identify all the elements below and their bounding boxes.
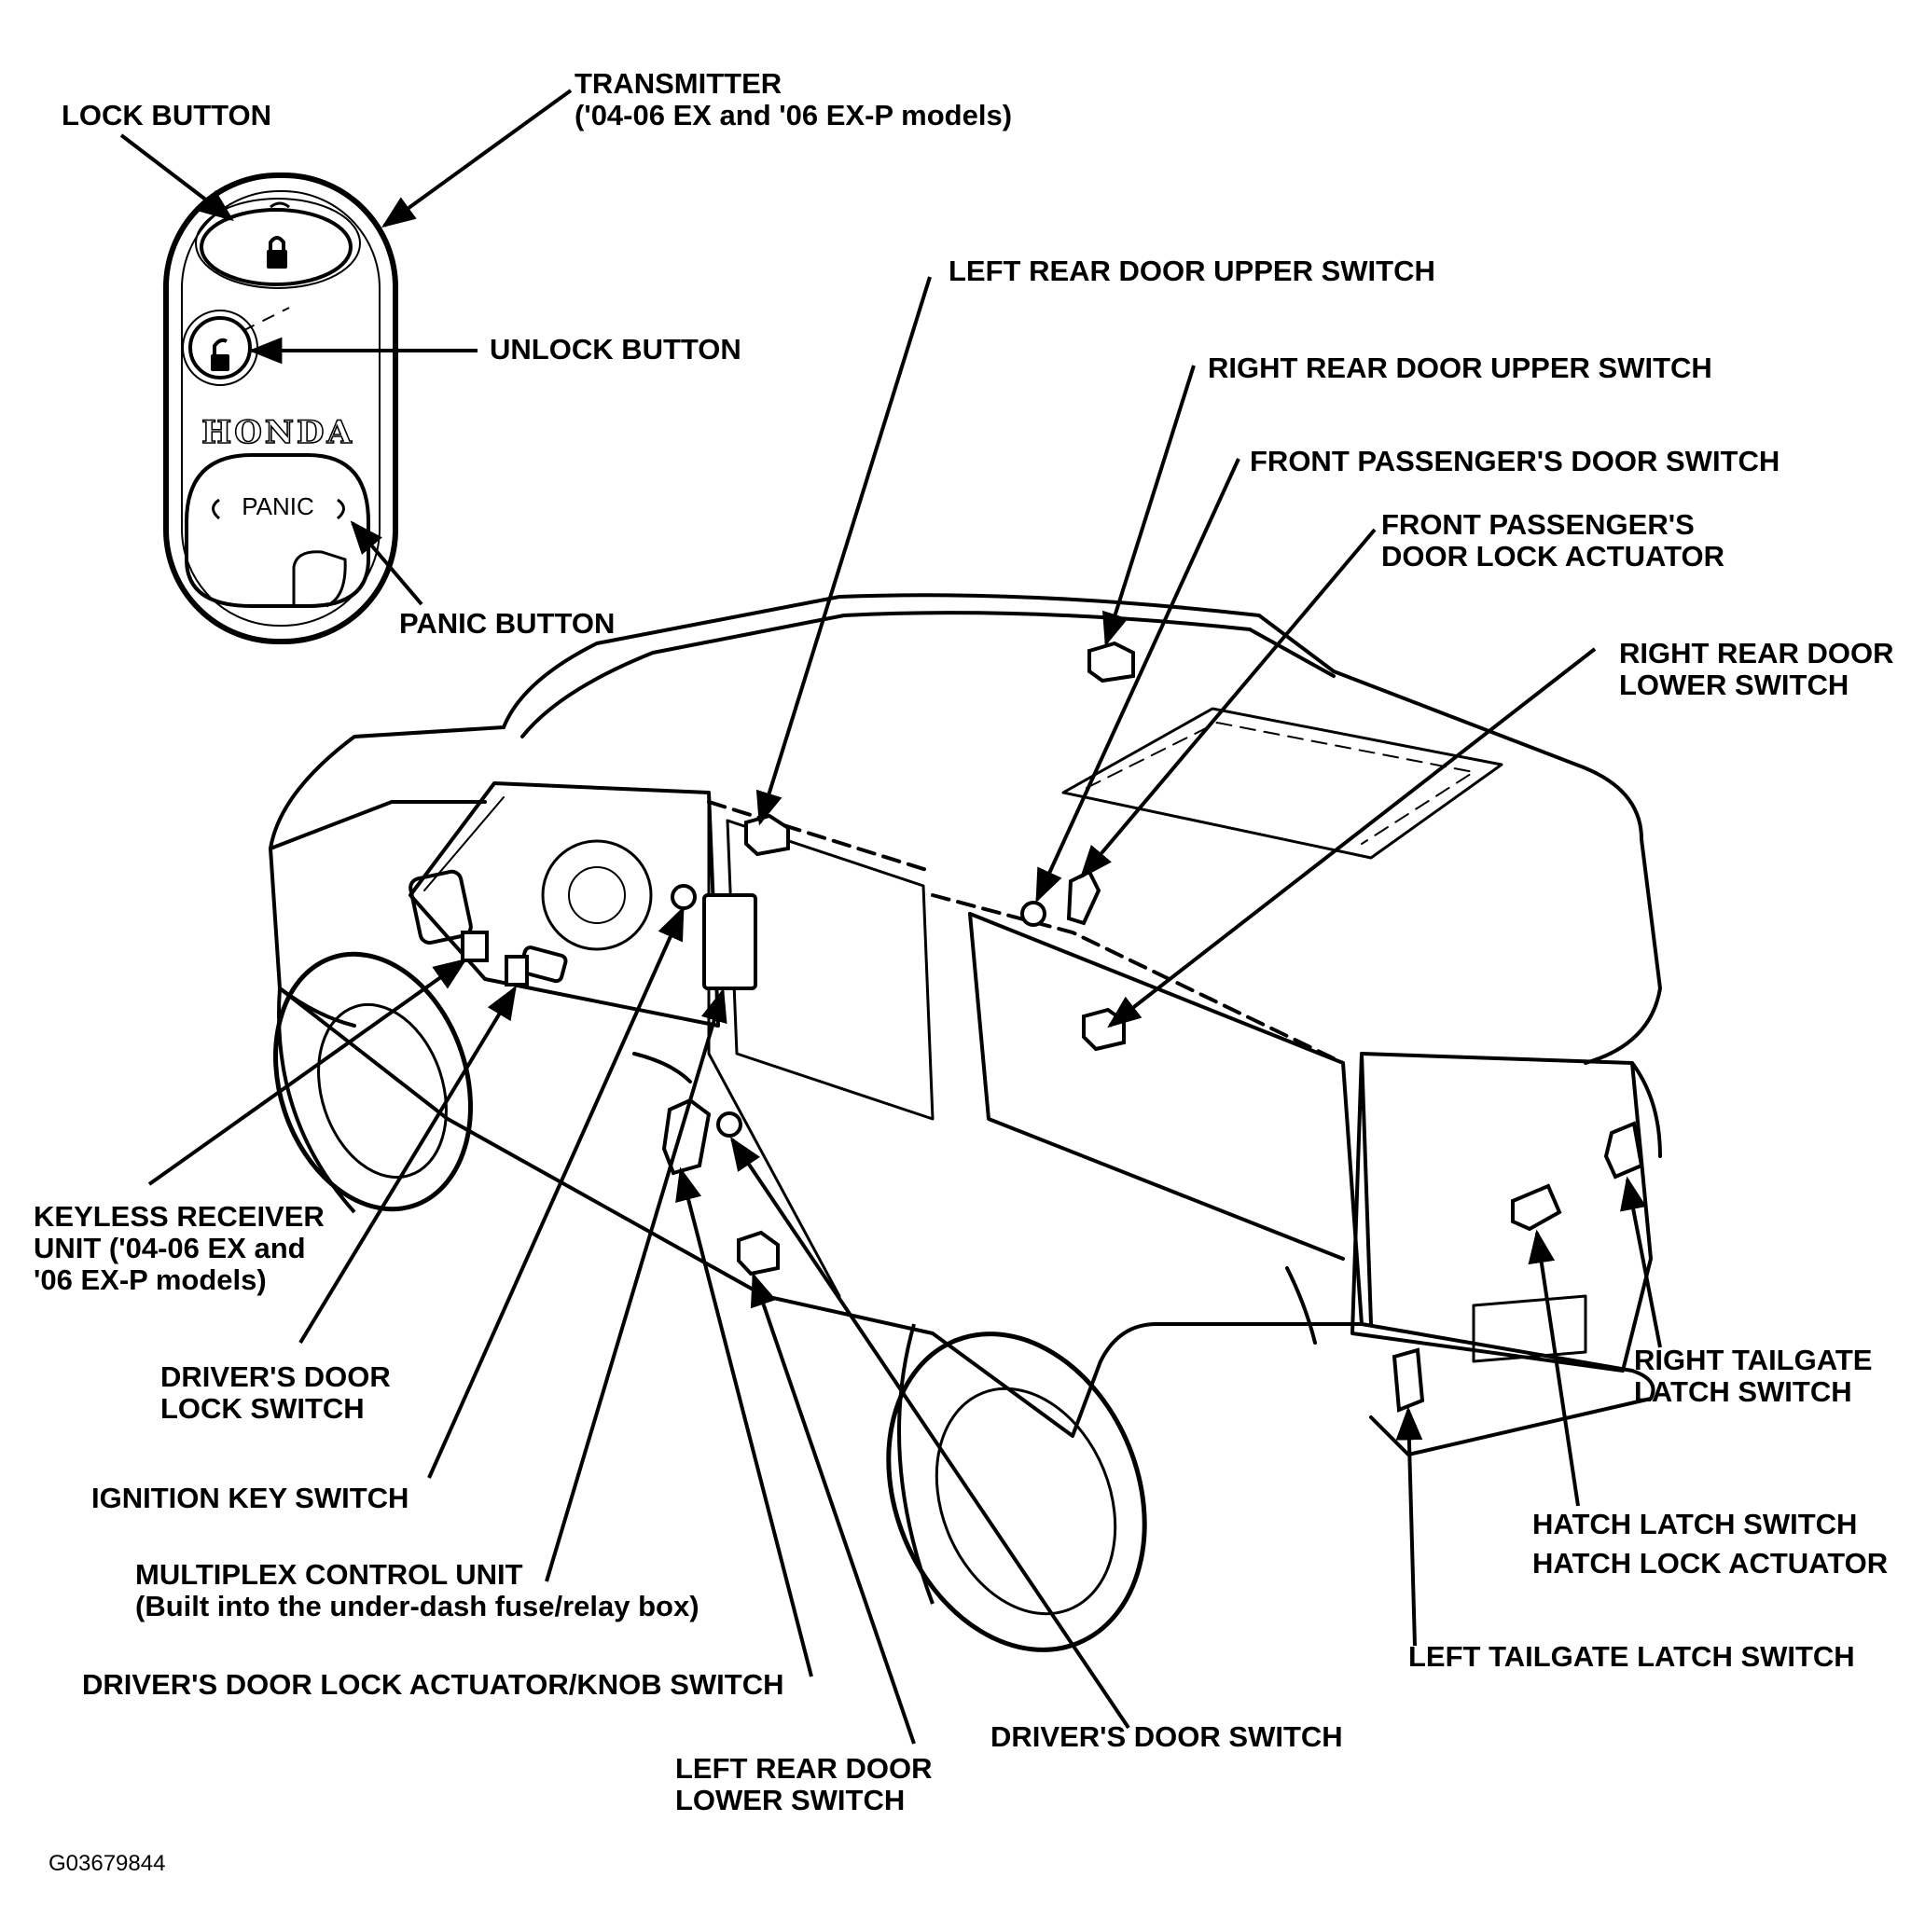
right-rear-door-upper-switch-marker <box>1087 641 1135 683</box>
lock-glyph <box>267 236 287 269</box>
label-lock-button: LOCK BUTTON <box>62 99 272 131</box>
vehicle-outline <box>269 593 1662 1456</box>
wheels <box>273 951 1147 1652</box>
label-transmitter-title: TRANSMITTER <box>575 67 782 100</box>
left-rear-door-lower-switch-marker <box>737 1230 780 1276</box>
label-left-tailgate-latch-switch: LEFT TAILGATE LATCH SWITCH <box>1408 1640 1855 1673</box>
transmitter-fob <box>163 172 398 644</box>
lock-button-shape <box>200 208 353 286</box>
front-passenger-door-lock-actuator-marker <box>1066 869 1101 926</box>
unlock-glyph <box>211 338 229 371</box>
label-line: KEYLESS RECEIVER <box>34 1200 325 1233</box>
front-passenger-door-switch-marker <box>1020 901 1046 927</box>
label-unlock-button: UNLOCK BUTTON <box>490 333 741 366</box>
label-front-passengers-door-switch: FRONT PASSENGER'S DOOR SWITCH <box>1250 445 1780 477</box>
label-line: RIGHT TAILGATE <box>1634 1344 1873 1376</box>
left-rear-door-upper-switch-marker <box>744 813 790 857</box>
panic-text: PANIC <box>242 492 314 520</box>
panic-button-shape <box>185 453 370 608</box>
label-line: UNIT ('04-06 EX and <box>34 1232 306 1264</box>
drivers-door-switch-marker <box>716 1111 742 1138</box>
ignition-key-switch-marker <box>671 884 697 910</box>
label-front-passengers-door-lock-actuator: FRONT PASSENGER'S DOOR LOCK ACTUATOR <box>1381 509 1724 573</box>
label-line: LEFT REAR DOOR <box>675 1752 933 1785</box>
label-line: LATCH SWITCH <box>1634 1375 1852 1408</box>
label-drivers-door-lock-actuator-knob-switch: DRIVER'S DOOR LOCK ACTUATOR/KNOB SWITCH <box>82 1668 784 1701</box>
label-line: LOWER SWITCH <box>675 1784 906 1816</box>
multiplex-control-unit-marker <box>702 893 757 990</box>
label-transmitter: TRANSMITTER ('04-06 EX and '06 EX-P mode… <box>575 68 1012 131</box>
label-left-rear-door-lower-switch: LEFT REAR DOOR LOWER SWITCH <box>675 1753 933 1816</box>
right-tailgate-latch-switch-marker <box>1603 1121 1644 1180</box>
label-right-rear-door-upper-switch: RIGHT REAR DOOR UPPER SWITCH <box>1208 352 1712 384</box>
label-multiplex-control-unit: MULTIPLEX CONTROL UNIT (Built into the u… <box>135 1559 699 1622</box>
label-ignition-key-switch: IGNITION KEY SWITCH <box>91 1482 409 1514</box>
keyless-receiver-marker <box>461 931 489 962</box>
label-hatch-lock-actuator: HATCH LOCK ACTUATOR <box>1532 1547 1889 1580</box>
label-line: '06 EX-P models) <box>34 1263 267 1296</box>
component-markers <box>461 641 1644 1413</box>
brand-logo: HONDA <box>201 414 354 451</box>
label-line: FRONT PASSENGER'S <box>1381 508 1695 541</box>
figure-id: G03679844 <box>48 1851 166 1876</box>
label-line: LOWER SWITCH <box>1619 669 1849 701</box>
label-drivers-door-switch: DRIVER'S DOOR SWITCH <box>990 1720 1343 1753</box>
label-panic-button: PANIC BUTTON <box>399 607 616 640</box>
label-left-rear-door-upper-switch: LEFT REAR DOOR UPPER SWITCH <box>949 255 1435 287</box>
label-keyless-receiver-unit: KEYLESS RECEIVER UNIT ('04-06 EX and '06… <box>34 1201 325 1296</box>
drivers-door-lock-switch-marker <box>505 955 529 987</box>
label-hatch-latch-switch: HATCH LATCH SWITCH <box>1532 1508 1858 1540</box>
hatch-latch-switch-marker <box>1511 1183 1562 1232</box>
label-line: (Built into the under-dash fuse/relay bo… <box>135 1590 699 1622</box>
label-line: DRIVER'S DOOR <box>160 1360 391 1393</box>
left-tailgate-latch-switch-marker <box>1392 1347 1425 1413</box>
right-rear-door-lower-switch-marker <box>1082 1007 1126 1052</box>
label-right-tailgate-latch-switch: RIGHT TAILGATE LATCH SWITCH <box>1634 1345 1872 1408</box>
label-transmitter-models: ('04-06 EX and '06 EX-P models) <box>575 99 1013 131</box>
label-drivers-door-lock-switch: DRIVER'S DOOR LOCK SWITCH <box>160 1361 391 1425</box>
leader-arrows <box>119 89 1662 1745</box>
label-line: LOCK SWITCH <box>160 1392 365 1425</box>
label-right-rear-door-lower-switch: RIGHT REAR DOOR LOWER SWITCH <box>1619 638 1894 701</box>
label-line: DOOR LOCK ACTUATOR <box>1381 540 1724 573</box>
label-line: MULTIPLEX CONTROL UNIT <box>135 1558 523 1591</box>
label-line: RIGHT REAR DOOR <box>1619 637 1894 669</box>
